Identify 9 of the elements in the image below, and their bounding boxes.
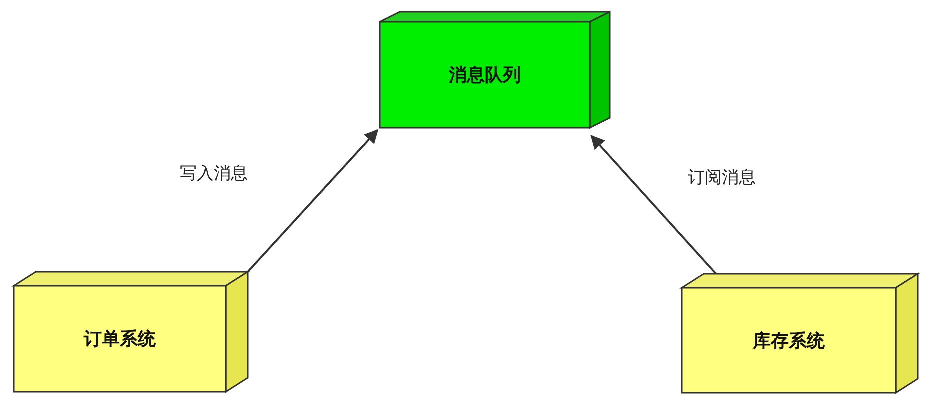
- cuboid-box: [682, 274, 918, 393]
- box-title: 库存系统: [753, 330, 825, 352]
- arrow: [247, 129, 379, 273]
- box-title: 消息队列: [449, 64, 521, 87]
- edge-label: 写入消息: [180, 162, 248, 185]
- box-title: 订单系统: [84, 328, 156, 351]
- cuboid-box: [14, 272, 248, 392]
- cuboid-box: [380, 12, 610, 128]
- arrow: [590, 135, 717, 275]
